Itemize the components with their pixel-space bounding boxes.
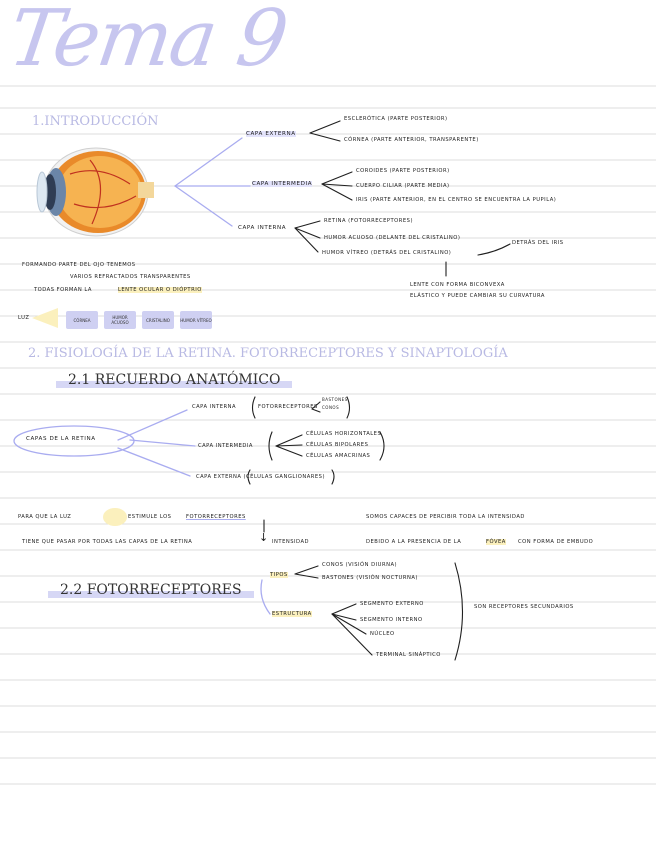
somos-line-1: SOMOS CAPACES DE PERCIBIR TODA LA INTENS… xyxy=(366,514,525,520)
somos-line-2c: CON FORMA DE EMBUDO xyxy=(518,539,594,545)
celulas-horizontales-label: CÉLULAS HORIZONTALES xyxy=(306,431,382,437)
coroides-label: COROIDES (PARTE POSTERIOR) xyxy=(356,168,450,174)
tipos-label: TIPOS xyxy=(270,572,288,578)
luz-line-1b: ESTIMULE LOS xyxy=(128,514,172,520)
formando-line-2: VARIOS REFRACTADOS TRANSPARENTES xyxy=(70,274,191,280)
celulas-amacrinas-label: CÉLULAS AMACRINAS xyxy=(306,453,371,459)
luz-line-2: TIENE QUE PASAR POR TODAS LAS CAPAS DE L… xyxy=(22,539,193,545)
bastones-label: BASTONES xyxy=(322,397,348,402)
formando-line-1: FORMANDO PARTE DEL OJO TENEMOS xyxy=(22,262,136,268)
fotorreceptores-label: FOTORRECEPTORES xyxy=(258,404,318,410)
capas-retina-label: CAPAS DE LA RETINA xyxy=(26,436,96,442)
cornea-label: CÓRNEA (PARTE ANTERIOR, TRANSPARENTE) xyxy=(344,137,479,143)
humor-acuoso-label: HUMOR ACUOSO (DELANTE DEL CRISTALINO) xyxy=(324,235,461,241)
chip-cornea: CÓRNEA xyxy=(66,311,98,329)
light-blob-icon xyxy=(103,508,127,526)
celulas-bipolares-label: CÉLULAS BIPOLARES xyxy=(306,442,369,448)
capa-externa-retina-label: CAPA EXTERNA (CÉLULAS GANGLIONARES) xyxy=(196,474,325,480)
receptores-secundarios-label: SON RECEPTORES SECUNDARIOS xyxy=(474,604,574,610)
light-ray-icon xyxy=(32,308,58,328)
chip-cristalino: CRISTALINO xyxy=(142,311,174,329)
eye-diagram-icon xyxy=(36,147,154,237)
iris-label: IRIS (PARTE ANTERIOR, EN EL CENTRO SE EN… xyxy=(356,197,557,203)
luz-label: LUZ xyxy=(18,315,30,321)
formando-line-3a: TODAS FORMAN LA xyxy=(34,287,92,293)
segmento-externo-label: SEGMENTO EXTERNO xyxy=(360,601,424,607)
arrow-down-icon: ↓ xyxy=(259,531,269,544)
capas-oval-icon xyxy=(13,425,135,457)
lente-label: LENTE CON FORMA BICONVEXA xyxy=(410,282,505,288)
segmento-interno-label: SEGMENTO INTERNO xyxy=(360,617,423,623)
nucleo-label: NÚCLEO xyxy=(370,631,395,637)
conos-label: CONOS xyxy=(322,405,340,410)
humor-vitreo-label: HUMOR VÍTREO (DETRÁS DEL CRISTALINO) xyxy=(322,250,452,256)
capa-externa-label: CAPA EXTERNA xyxy=(246,131,296,137)
lente-ocular-label: LENTE OCULAR O DIÓPTRIO xyxy=(118,287,202,293)
bastones-vision-label: BASTONES (VISIÓN NOCTURNA) xyxy=(322,575,418,581)
capa-intermedia-label: CAPA INTERMEDIA xyxy=(252,181,313,187)
intensidad-label: INTENSIDAD xyxy=(272,539,310,545)
chip-humor-vitreo: HUMOR VÍTREO xyxy=(180,311,212,329)
conos-vision-label: CONOS (VISIÓN DIURNA) xyxy=(322,562,398,568)
section-heading-fisiologia: 2. FISIOLOGÍA DE LA RETINA. FOTORRECEPTO… xyxy=(28,346,508,361)
somos-line-2a: DEBIDO A LA PRESENCIA DE LA xyxy=(366,539,462,545)
capa-interna-label: CAPA INTERNA xyxy=(238,225,287,231)
detras-iris-label: DETRÁS DEL IRIS xyxy=(512,240,564,246)
esclerotica-label: ESCLERÓTICA (PARTE POSTERIOR) xyxy=(344,116,448,122)
cuerpo-ciliar-label: CUERPO CILIAR (PARTE MEDIA) xyxy=(356,183,450,189)
retina-label: RETINA (FOTORRECEPTORES) xyxy=(324,218,413,224)
section-heading-introduccion: 1.INTRODUCCIÓN xyxy=(32,114,159,129)
capa-interna-retina-label: CAPA INTERNA xyxy=(192,404,237,410)
fovea-label: FÓVEA xyxy=(486,539,506,545)
lente-elastico-label: ELÁSTICO Y PUEDE CAMBIAR SU CURVATURA xyxy=(410,293,545,299)
estructura-label: ESTRUCTURA xyxy=(272,611,312,617)
subheading-fotorreceptores: 2.2 FOTORRECEPTORES xyxy=(48,582,254,598)
subheading-recuerdo-anatomico: 2.1 RECUERDO ANATÓMICO xyxy=(56,372,293,388)
capa-intermedia-retina-label: CAPA INTERMEDIA xyxy=(198,443,253,449)
fotorreceptores-underlined: FOTORRECEPTORES xyxy=(186,514,246,520)
chip-humor-acuoso: HUMOR ACUOSO xyxy=(104,311,136,329)
luz-line-1a: PARA QUE LA LUZ xyxy=(18,514,72,520)
terminal-sinaptico-label: TERMINAL SINÁPTICO xyxy=(376,652,441,658)
